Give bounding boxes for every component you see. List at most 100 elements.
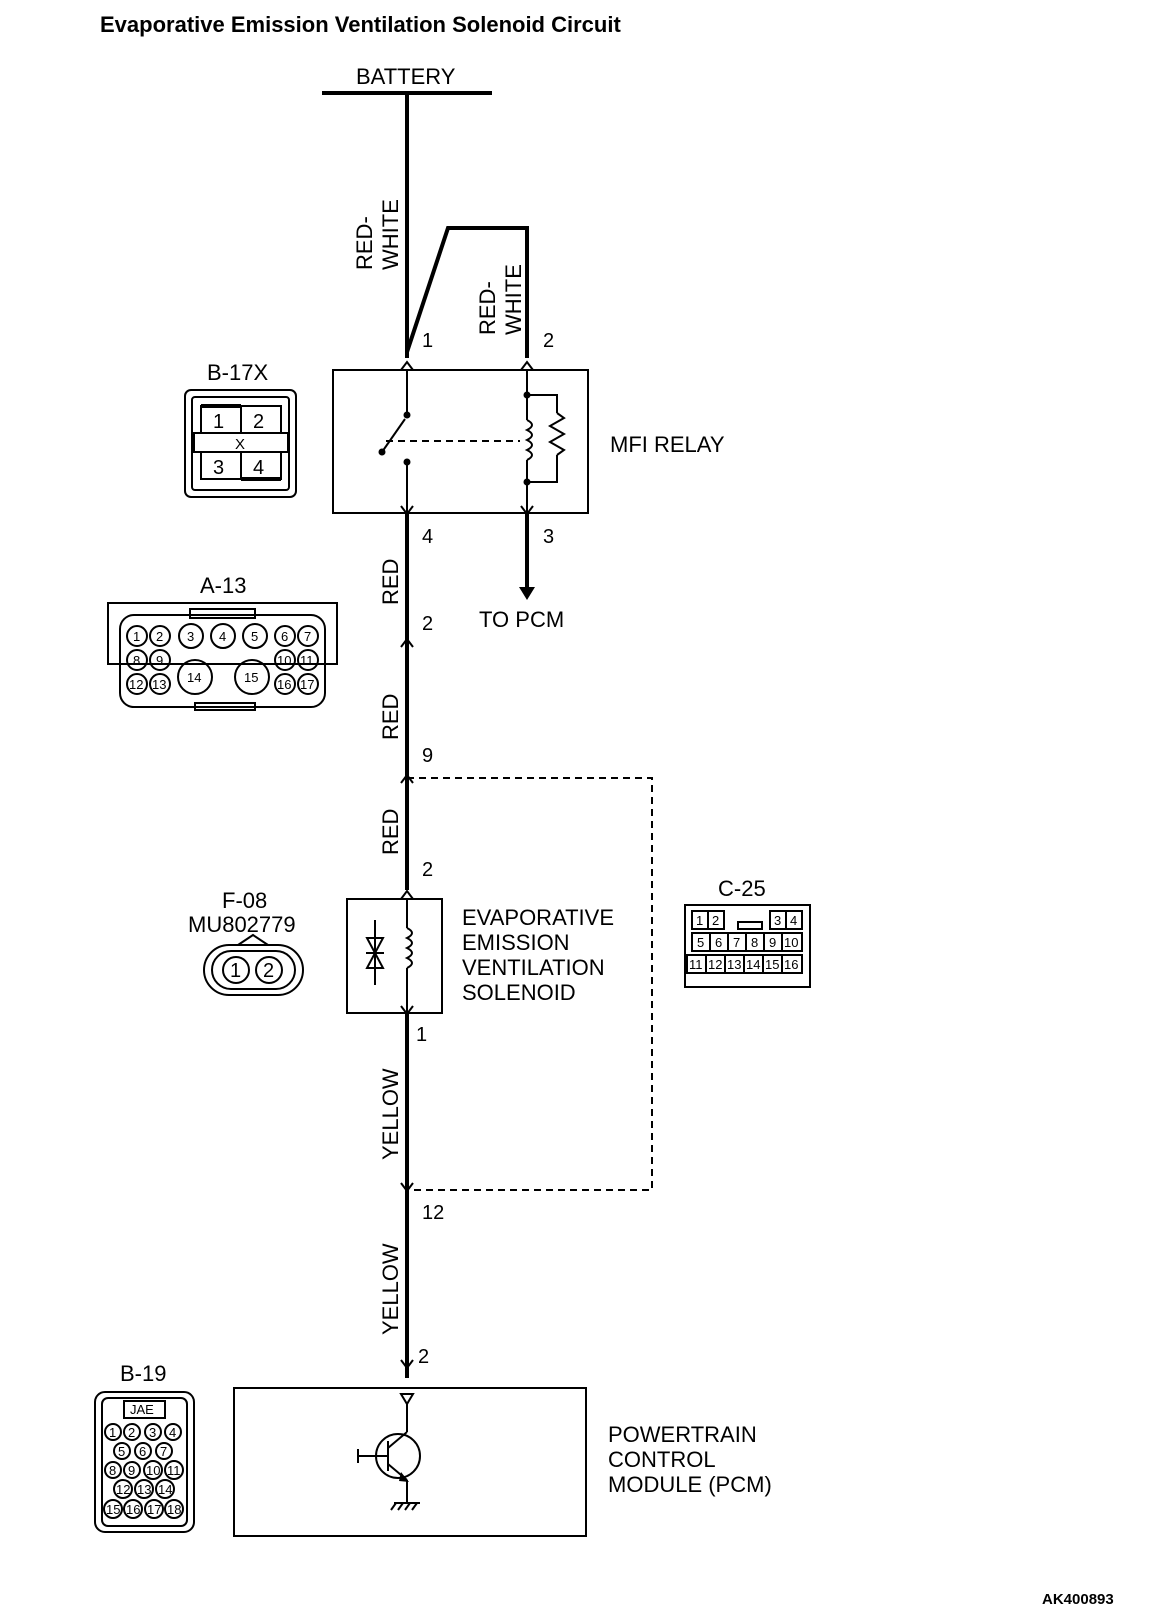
a13-pin-12: 12 xyxy=(129,677,143,692)
a13-pin-6: 6 xyxy=(281,629,288,644)
chevron-relay-pin1 xyxy=(400,360,414,371)
c25-key-slot xyxy=(737,921,763,930)
b19-pin-1: 1 xyxy=(109,1425,116,1440)
a13-pin-13: 13 xyxy=(152,677,166,692)
c25-pin-grid: 1 2 3 4 5 6 7 8 9 10 11 12 13 14 15 16 xyxy=(686,910,803,974)
figure-id: AK400893 xyxy=(1042,1591,1114,1608)
b19-pin-5-ring xyxy=(113,1442,131,1460)
b19-pin-9: 9 xyxy=(128,1463,135,1478)
to-pcm-arrow xyxy=(519,587,535,600)
c25-pin-1: 1 xyxy=(696,913,703,928)
b17x-pin-3: 3 xyxy=(213,457,224,479)
c25-pin-14: 14 xyxy=(746,957,760,972)
b19-pin-18: 18 xyxy=(167,1502,181,1517)
b19-pin-7-ring xyxy=(155,1442,173,1460)
chevron-c25-pin12 xyxy=(400,1182,414,1193)
relay-pin-2: 2 xyxy=(543,330,554,352)
c25-pin-5: 5 xyxy=(697,935,704,950)
relay-switch-pivot xyxy=(378,448,386,456)
chevron-pcm-pin2 xyxy=(400,1359,414,1370)
mfi-relay-label: MFI RELAY xyxy=(610,432,725,457)
b19-pin-grid: 1 2 3 4 5 6 7 8 9 10 11 12 13 14 15 16 1… xyxy=(103,1423,184,1519)
b19-pin-10-ring xyxy=(143,1460,163,1480)
b19-pin-12: 12 xyxy=(116,1482,130,1497)
relay-resistor-lead-bottom xyxy=(527,455,558,483)
ground-hatch-4 xyxy=(411,1502,418,1511)
a13-pin-1: 1 xyxy=(133,629,140,644)
f08-pin-1: 1 xyxy=(230,960,241,982)
f08-pin-2: 2 xyxy=(263,960,274,982)
c25-pin-7: 7 xyxy=(733,935,740,950)
b17x-pin-1: 1 xyxy=(213,411,224,433)
solenoid-pin-2: 2 xyxy=(422,859,433,881)
battery-label: BATTERY xyxy=(356,64,456,89)
connector-a13-latch-top xyxy=(189,608,256,619)
pcm-transistor-collector xyxy=(387,1431,408,1449)
solenoid-pin-1: 1 xyxy=(416,1024,427,1046)
c25-pin-12: 12 xyxy=(708,957,722,972)
b19-pin-4: 4 xyxy=(169,1425,176,1440)
solenoid-label-1: EVAPORATIVE xyxy=(462,905,614,930)
c25-pin-11: 11 xyxy=(689,957,703,972)
pcm-box xyxy=(233,1387,587,1537)
connector-c25-name: C-25 xyxy=(718,876,766,901)
b19-pin-2-ring xyxy=(123,1423,141,1441)
a13-pin-14: 14 xyxy=(187,670,201,685)
connector-b19-tag-frame xyxy=(123,1400,166,1419)
b19-pin-17: 17 xyxy=(147,1502,161,1517)
a13-pin-10-ring xyxy=(274,649,296,671)
pcm-emitter-arrow xyxy=(399,1472,409,1482)
b19-pin-15-ring xyxy=(103,1499,123,1519)
a13-pin-15-ring xyxy=(234,659,270,695)
junction-pin-2: 2 xyxy=(422,613,433,635)
b19-pin-1-ring xyxy=(104,1423,122,1441)
a13-pin-8-ring xyxy=(126,649,148,671)
connector-a13 xyxy=(107,602,338,665)
a13-pin-14-ring xyxy=(177,659,213,695)
a13-pin-13-ring xyxy=(149,673,171,695)
solenoid-coil xyxy=(404,927,413,969)
b19-pin-4-ring xyxy=(164,1423,182,1441)
a13-pin-10: 10 xyxy=(277,653,291,668)
b19-pin-6-ring xyxy=(134,1442,152,1460)
wire-label-yellow-2: YELLOW xyxy=(378,1243,403,1335)
relay-resistor xyxy=(547,412,567,456)
f08-pin-2-ring xyxy=(255,956,283,984)
a13-pin-9: 9 xyxy=(156,653,163,668)
b19-pin-6: 6 xyxy=(139,1444,146,1459)
b19-pin-11-ring xyxy=(164,1460,184,1480)
b19-pin-2: 2 xyxy=(128,1425,135,1440)
solenoid-label-4: SOLENOID xyxy=(462,980,576,1005)
c25-pin-10: 10 xyxy=(784,935,798,950)
a13-pin-1-ring xyxy=(126,625,148,647)
b19-pin-14-ring xyxy=(155,1479,175,1499)
b19-pin-16-ring xyxy=(123,1499,143,1519)
to-pcm-label: TO PCM xyxy=(479,607,564,632)
c25-cell-4 xyxy=(785,910,803,930)
c25-cell-2 xyxy=(707,910,725,930)
diagram-title: Evaporative Emission Ventilation Solenoi… xyxy=(100,12,621,37)
relay-switch-arm xyxy=(381,418,406,453)
f08-pin-1-ring xyxy=(222,956,250,984)
c25-pin-15: 15 xyxy=(765,957,779,972)
connector-b17x-name: B-17X xyxy=(207,360,268,385)
a13-pin-7: 7 xyxy=(304,629,311,644)
c25-pin-6: 6 xyxy=(715,935,722,950)
connector-f08-name: F-08 xyxy=(222,888,267,913)
chevron-a13-pin9 xyxy=(400,773,414,784)
connector-f08-inner xyxy=(211,950,296,990)
b19-pin-11: 11 xyxy=(167,1463,181,1478)
wire-label-red-white-a1: RED- xyxy=(352,216,377,270)
solenoid-valve-lower xyxy=(365,950,385,969)
a13-pin-17: 17 xyxy=(300,677,314,692)
b19-pin-3: 3 xyxy=(149,1425,156,1440)
b17x-pin-4: 4 xyxy=(253,457,264,479)
chevron-solenoid-pin2 xyxy=(400,889,414,900)
b19-pin-5: 5 xyxy=(118,1444,125,1459)
pcm-label-3: MODULE (PCM) xyxy=(608,1472,772,1497)
c25-pin-3: 3 xyxy=(774,913,781,928)
connector-f08 xyxy=(203,944,304,996)
wire-label-red-white-b2: WHITE xyxy=(501,264,526,335)
ground-hatch-3 xyxy=(404,1502,411,1511)
